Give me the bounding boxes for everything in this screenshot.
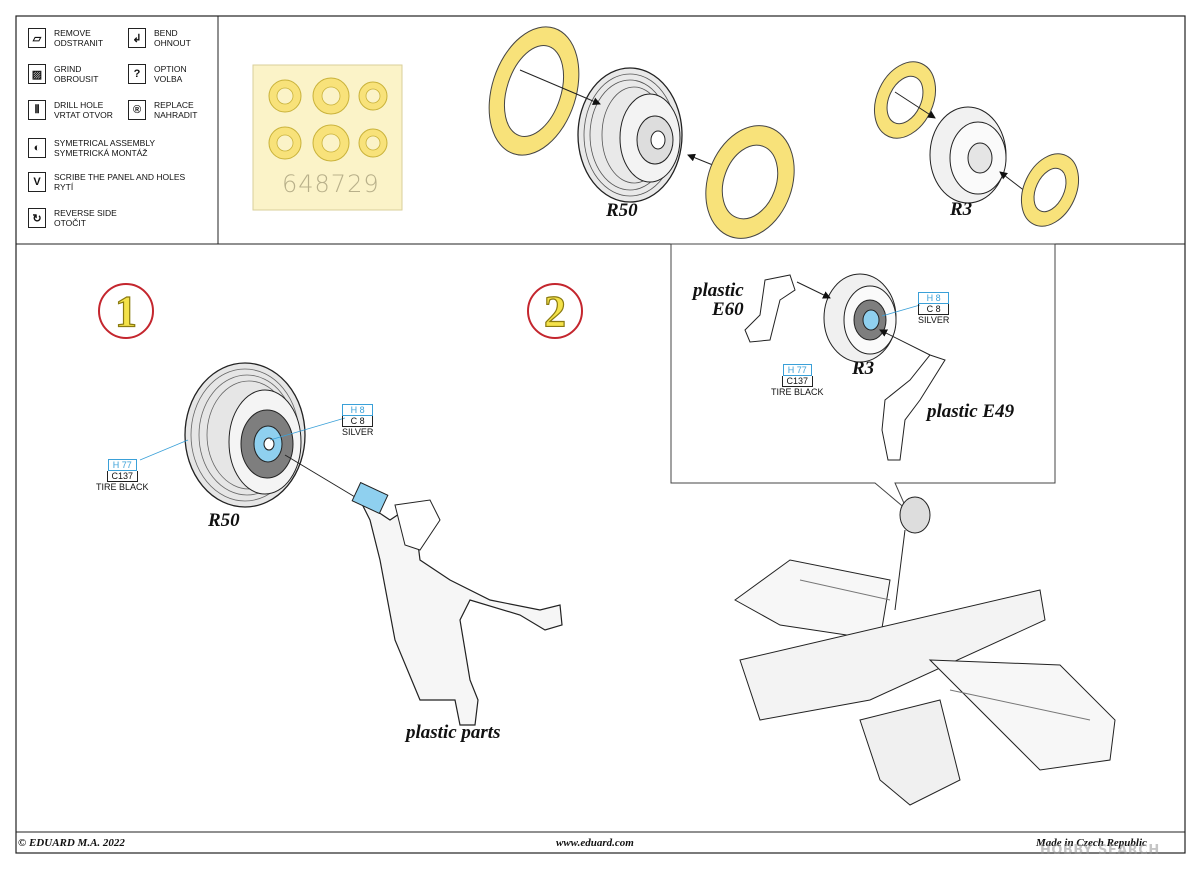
mask-part-number: 648729 bbox=[282, 170, 380, 198]
r3-label-top: R3 bbox=[950, 199, 973, 220]
step1-paint-hub: H 8 C 8 SILVER bbox=[342, 404, 374, 437]
legend-label: RYTÍ bbox=[54, 182, 74, 192]
legend-label: NAHRADIT bbox=[154, 110, 198, 120]
r50-label-top: R50 bbox=[606, 200, 638, 221]
paint-code-c: C137 bbox=[781, 376, 814, 387]
legend-label: SYMETRICKÁ MONTÁŽ bbox=[54, 148, 148, 158]
symmetrical-assembly-icon: ◐ bbox=[28, 138, 46, 158]
step2-plastic-e49: plastic E49 bbox=[927, 401, 1015, 422]
legend-label: OHNOUT bbox=[154, 38, 191, 48]
mask-sheet bbox=[252, 64, 403, 211]
legend-label: OPTION bbox=[154, 64, 187, 74]
option-icon: ? bbox=[128, 64, 146, 84]
plastic-word: plastic bbox=[693, 280, 744, 301]
step2-paint-tire: H 77 C137 TIRE BLACK bbox=[771, 364, 824, 397]
step2-paint-hub: H 8 C 8 SILVER bbox=[918, 292, 950, 325]
footer-copyright: © EDUARD M.A. 2022 bbox=[18, 837, 125, 849]
reverse-side-icon: ↻ bbox=[28, 208, 46, 228]
paint-code-c: C 8 bbox=[342, 416, 374, 427]
legend-label: VOLBA bbox=[154, 74, 183, 84]
plastic-part-id: E60 bbox=[712, 299, 744, 320]
bend-icon: ↲ bbox=[128, 28, 146, 48]
replace-icon: ® bbox=[128, 100, 146, 120]
legend-label: REVERSE SIDE bbox=[54, 208, 117, 218]
paint-code-h: H 8 bbox=[342, 404, 374, 416]
step1-plastic-label: plastic parts bbox=[406, 722, 501, 743]
footer-made-in: Made in Czech Republic bbox=[1036, 837, 1147, 849]
step2-plastic-e60: plastic E60 bbox=[684, 281, 744, 319]
legend-label: SYMETRICAL ASSEMBLY bbox=[54, 138, 156, 148]
r3-mask-explode bbox=[874, 61, 1080, 227]
r50-mask-explode bbox=[488, 26, 795, 239]
step-number: 1 bbox=[114, 287, 137, 336]
legend-label: SCRIBE THE PANEL AND HOLES bbox=[54, 172, 186, 182]
scribe-icon: V bbox=[28, 172, 46, 192]
step1-paint-tire: H 77 C137 TIRE BLACK bbox=[96, 459, 149, 492]
grind-icon: ▨ bbox=[28, 64, 46, 84]
legend-label: REMOVE bbox=[54, 28, 91, 38]
step-number: 2 bbox=[543, 287, 566, 336]
legend-label: OBROUSIT bbox=[54, 74, 99, 84]
step-2-badge: 2 bbox=[527, 283, 583, 339]
legend-label: DRILL HOLE bbox=[54, 100, 104, 110]
paint-name: SILVER bbox=[342, 427, 374, 437]
paint-name: SILVER bbox=[918, 315, 950, 325]
step1-wheel-label: R50 bbox=[208, 510, 240, 531]
paint-name: TIRE BLACK bbox=[771, 387, 824, 397]
paint-code-c: C137 bbox=[106, 471, 139, 482]
paint-code-h: H 8 bbox=[918, 292, 950, 304]
drill-hole-icon: ⫴ bbox=[28, 100, 46, 120]
step1-strut bbox=[351, 481, 563, 726]
step2-wheel-label: R3 bbox=[852, 358, 875, 379]
remove-icon: ▱ bbox=[28, 28, 46, 48]
step1-wheel bbox=[139, 362, 361, 508]
step-1-badge: 1 bbox=[98, 283, 154, 339]
paint-code-h: H 77 bbox=[107, 459, 137, 471]
watermark: HOBBY SEARCH bbox=[1040, 843, 1160, 858]
legend-label: OTOČIT bbox=[54, 218, 86, 228]
legend-label: GRIND bbox=[54, 64, 82, 74]
paint-name: TIRE BLACK bbox=[96, 482, 149, 492]
legend-label: VRTAT OTVOR bbox=[54, 110, 113, 120]
legend-label: ODSTRANIT bbox=[54, 38, 104, 48]
footer-website: www.eduard.com bbox=[556, 837, 634, 849]
step2-callout bbox=[670, 243, 1056, 511]
legend-label: REPLACE bbox=[154, 100, 194, 110]
paint-code-c: C 8 bbox=[918, 304, 950, 315]
paint-code-h: H 77 bbox=[782, 364, 812, 376]
step2-aircraft bbox=[734, 496, 1116, 806]
legend-label: BEND bbox=[154, 28, 178, 38]
